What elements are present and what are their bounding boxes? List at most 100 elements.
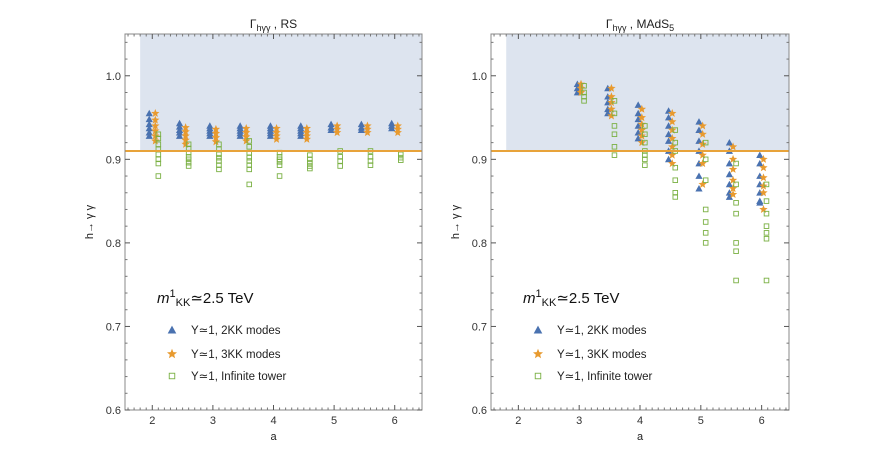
title-sub: hγγ <box>612 23 627 33</box>
three-kk-point <box>759 181 768 190</box>
infinite-point <box>763 210 770 217</box>
infinite-point <box>733 240 739 246</box>
infinite-point <box>398 157 404 163</box>
two-kk-point <box>145 128 153 136</box>
three-kk-point <box>759 173 768 182</box>
two-kk-point <box>664 155 673 163</box>
three-kk-point <box>242 136 251 145</box>
infinite-point <box>611 131 618 138</box>
two-kk-point <box>634 134 642 142</box>
y-tick-label: 0.8 <box>106 238 121 250</box>
three-kk-point <box>576 88 586 97</box>
mass-annotation: m1KK≃2.5 TeV <box>523 288 619 309</box>
legend-label-3kk: Y≃1, 3KK modes <box>557 349 647 361</box>
three-kk-point <box>607 92 616 101</box>
infinite-point <box>763 235 770 242</box>
three-kk-point <box>728 190 738 198</box>
y-tick-label: 0.9 <box>106 154 121 166</box>
two-kk-point <box>145 132 153 139</box>
three-kk-point <box>607 104 616 113</box>
three-kk-point <box>759 188 768 197</box>
infinite-point <box>611 152 618 158</box>
infinite-point <box>246 166 253 173</box>
y-tick-label: 1.0 <box>106 71 121 83</box>
y-axis-label: h→ γ γ <box>450 204 462 239</box>
legend-marker-infinite <box>534 372 542 380</box>
two-kk-point <box>756 151 764 159</box>
excluded-region-band <box>140 34 422 151</box>
legend-marker-3kk <box>532 348 544 359</box>
three-kk-point <box>181 123 190 132</box>
infinite-point <box>581 98 587 104</box>
x-tick-label: 4 <box>270 415 276 427</box>
two-kk-point <box>664 130 673 138</box>
legend-two-kk-glyph <box>167 325 177 334</box>
three-kk-point <box>151 115 160 124</box>
two-kk-point <box>634 101 642 108</box>
three-kk-point <box>759 163 768 172</box>
infinite-point <box>733 248 739 254</box>
three-kk-point <box>668 108 677 117</box>
three-kk-point <box>668 117 677 126</box>
panel-title: Γhγγ , MAdS5 <box>606 17 674 33</box>
infinite-point <box>216 154 222 161</box>
infinite-point <box>733 181 739 188</box>
infinite-point <box>185 163 192 169</box>
three-kk-point <box>272 124 281 132</box>
two-kk-point <box>206 132 214 139</box>
three-kk-point <box>698 121 707 130</box>
three-kk-point <box>181 135 190 144</box>
legend-marker-3kk <box>166 348 178 359</box>
infinite-point <box>642 156 648 163</box>
infinite-point <box>763 223 770 229</box>
x-tick-label: 3 <box>576 415 582 427</box>
three-kk-point <box>242 132 251 141</box>
mass-value: ≃2.5 TeV <box>190 290 253 307</box>
two-kk-point <box>175 128 184 136</box>
legend-marker-2kk <box>167 325 177 334</box>
title-main: Γ <box>606 17 613 31</box>
title-rest: , RS <box>270 17 297 31</box>
y-tick-label: 0.9 <box>472 154 487 166</box>
x-tick-label: 2 <box>515 415 521 427</box>
y-tick-label: 0.6 <box>472 405 487 417</box>
two-kk-point <box>327 120 335 128</box>
three-kk-point <box>698 150 707 159</box>
y-axis-label: h→ γ γ <box>84 204 96 239</box>
legend: Y≃1, 2KK modes Y≃1, 3KK modes Y≃1, Infin… <box>166 325 286 383</box>
three-kk-point <box>151 108 160 117</box>
infinite-point <box>672 127 679 133</box>
infinite-point <box>581 83 587 89</box>
three-kk-point <box>607 98 616 107</box>
mass-sub: KK <box>542 297 557 309</box>
three-kk-point <box>302 134 312 143</box>
three-kk-point <box>698 139 707 148</box>
infinite-point <box>642 131 648 138</box>
three-kk-point <box>698 129 707 138</box>
infinite-point <box>216 166 222 173</box>
three-kk-point <box>698 159 707 168</box>
mass-symbol: m <box>157 290 170 307</box>
title-tail-sub: 5 <box>669 23 674 33</box>
two-kk-point <box>664 122 673 129</box>
two-kk-point <box>695 172 703 179</box>
legend-three-kk-glyph <box>166 348 178 359</box>
three-kk-point <box>181 139 190 148</box>
three-kk-point <box>576 79 586 88</box>
infinite-point <box>733 210 739 217</box>
legend-label-2kk: Y≃1, 2KK modes <box>557 325 647 337</box>
title-rest: , MAdS <box>626 17 669 31</box>
two-kk-point <box>695 137 703 144</box>
two-kk-point <box>725 180 733 188</box>
infinite-point <box>307 156 313 163</box>
excluded-region-band <box>506 34 789 151</box>
mass-sup: 1 <box>536 288 542 300</box>
mass-annotation: m1KK≃2.5 TeV <box>157 288 253 309</box>
y-axis-ticks: 0.60.70.80.91.0 <box>106 41 422 417</box>
title-main: Γ <box>250 17 257 31</box>
legend-label-3kk: Y≃1, 3KK modes <box>191 349 281 361</box>
two-kk-point <box>145 115 153 123</box>
